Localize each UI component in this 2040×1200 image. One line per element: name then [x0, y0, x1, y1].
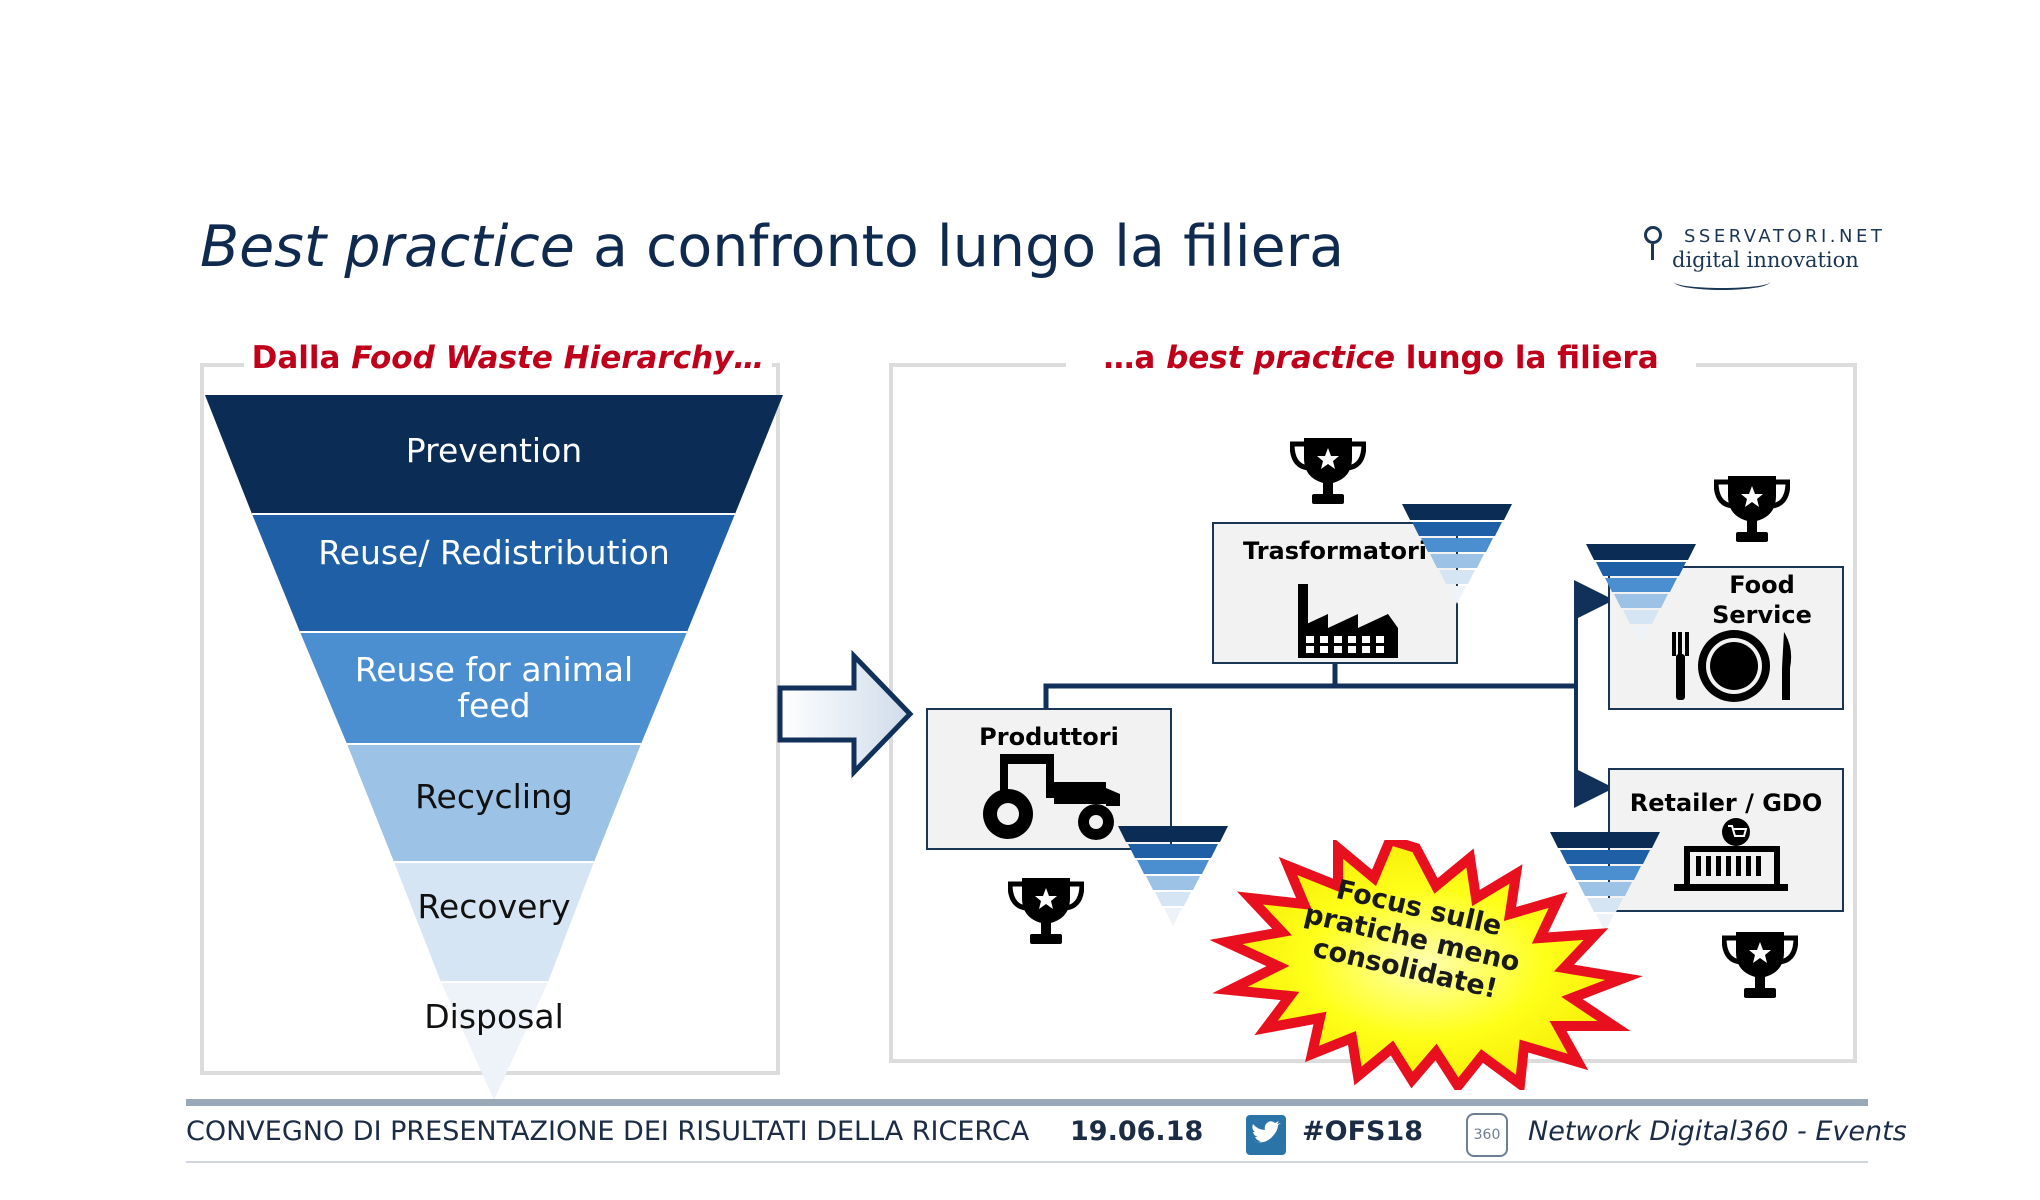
title-rest: a confronto lungo la filiera — [574, 214, 1345, 280]
trophy-icon-food-service — [1714, 476, 1790, 542]
tractor-icon — [983, 754, 1120, 840]
supply-heading-italic: best practice — [1166, 340, 1395, 376]
right-arrow-icon — [777, 650, 914, 779]
title-italic: Best practice — [200, 214, 575, 280]
mini-hierarchy-icon-trasformatori — [1402, 504, 1512, 604]
supply-heading-suffix: lungo la filiera — [1394, 340, 1659, 376]
digital360-icon: 360 — [1466, 1113, 1508, 1157]
tier-recycling — [347, 744, 641, 862]
tier-label-animal-feed: Reuse for animal feed — [354, 650, 634, 726]
node-label-produttori: Produttori — [979, 723, 1119, 751]
node-label-retailer: Retailer / GDO — [1629, 789, 1823, 817]
tier-prevention — [205, 395, 783, 514]
mini-hierarchy-icon-retailer — [1550, 832, 1660, 932]
tier-label-recovery: Recovery — [417, 887, 571, 926]
tier-recovery — [394, 862, 594, 982]
tier-label-disposal: Disposal — [424, 997, 564, 1036]
tier-label-prevention: Prevention — [405, 431, 583, 470]
tier-reuse-animal-feed — [300, 632, 687, 744]
trophy-icon-produttori — [1008, 878, 1084, 944]
tier-label-reuse: Reuse/ Redistribution — [318, 533, 670, 572]
footer-hashtag[interactable]: #OFS18 — [1302, 1116, 1424, 1147]
footer-bottom-line — [186, 1161, 1868, 1163]
supply-heading-prefix: …a — [1103, 340, 1167, 376]
trophy-icon-trasformatori — [1290, 438, 1366, 504]
starburst-callout — [1209, 840, 1643, 1090]
factory-icon — [1298, 584, 1398, 658]
logo-text-main: SSERVATORI.NET — [1684, 226, 1886, 247]
osservatori-logo: SSERVATORI.NET digital innovation — [1644, 226, 1882, 292]
hierarchy-heading-prefix: Dalla — [251, 340, 352, 376]
tier-disposal — [441, 982, 548, 1100]
footer-event: CONVEGNO DI PRESENTAZIONE DEI RISULTATI … — [186, 1116, 1030, 1147]
tier-label-recycling: Recycling — [415, 777, 573, 816]
footer-network: Network Digital360 - Events — [1528, 1116, 1907, 1147]
logo-pin-stem — [1651, 244, 1654, 260]
logo-pin-icon — [1644, 226, 1662, 244]
page-title: Best practice a confronto lungo la filie… — [200, 214, 1344, 280]
logo-swoosh — [1674, 274, 1770, 290]
mini-hierarchy-icon-produttori — [1118, 826, 1228, 926]
hierarchy-heading: Dalla Food Waste Hierarchy… — [244, 330, 772, 386]
twitter-icon[interactable] — [1246, 1115, 1286, 1155]
tier-reuse-redistribution — [252, 514, 735, 632]
supply-chain-heading: …a best practice lungo la filiera — [1066, 330, 1696, 386]
footer-date: 19.06.18 — [1070, 1116, 1204, 1147]
trophy-icon-retailer — [1722, 932, 1798, 998]
supermarket-icon — [1674, 818, 1788, 891]
hierarchy-heading-italic: Food Waste Hierarchy… — [351, 340, 765, 376]
node-label-trasformatori: Trasformatori — [1242, 537, 1428, 565]
node-label-food-service: Food Service — [1712, 571, 1812, 629]
footer-divider — [186, 1099, 1868, 1106]
logo-text-sub: digital innovation — [1672, 248, 1859, 272]
mini-hierarchy-icon-food-service — [1586, 544, 1696, 644]
plate-cutlery-icon — [1672, 630, 1792, 702]
